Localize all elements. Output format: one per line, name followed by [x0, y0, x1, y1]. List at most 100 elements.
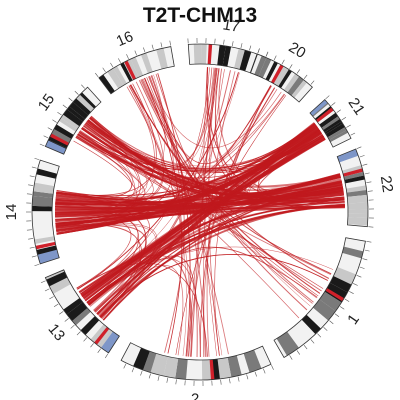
- link-curve: [89, 117, 322, 292]
- cytoband: [73, 98, 91, 116]
- link-curve: [56, 135, 133, 198]
- scale-tick: [104, 353, 109, 359]
- scale-tick: [350, 132, 356, 136]
- cytoband: [32, 195, 53, 207]
- cytoband: [321, 116, 340, 130]
- cytoband: [258, 57, 272, 78]
- link-curve: [56, 83, 157, 196]
- chromosome-label-21: 21: [345, 95, 368, 118]
- link-curve: [55, 125, 318, 201]
- scale-tick: [249, 45, 252, 51]
- chromosome-outline: [120, 342, 272, 381]
- scale-tick: [74, 90, 79, 95]
- cytoband: [342, 246, 364, 259]
- centromere: [342, 168, 364, 177]
- chromosome-label-2: 2: [191, 391, 200, 400]
- acrocentric-p-arm: [101, 331, 120, 353]
- cytoband: [175, 358, 188, 380]
- chromosome-label-15: 15: [35, 91, 59, 114]
- scale-tick: [148, 373, 151, 379]
- centromere: [209, 359, 215, 380]
- centromere: [207, 44, 213, 65]
- scale-tick: [257, 48, 260, 54]
- scale-tick: [341, 116, 347, 121]
- scale-tick: [349, 291, 354, 294]
- cytoband: [227, 355, 242, 378]
- chromosome-outline: [44, 269, 120, 354]
- cytoband: [275, 67, 289, 87]
- cytoband: [254, 55, 267, 77]
- scale-tick: [169, 40, 171, 46]
- scale-tick: [53, 303, 59, 308]
- cytoband: [45, 269, 65, 280]
- links-layer: [54, 67, 345, 358]
- link-16-20: [142, 76, 282, 165]
- scale-tick: [70, 324, 75, 329]
- scale-tick: [265, 51, 269, 57]
- scale-tick: [254, 371, 257, 377]
- centromere: [325, 288, 345, 302]
- cytoband: [319, 112, 339, 128]
- link-curve: [77, 72, 239, 290]
- link-curve: [76, 254, 193, 357]
- cytoband: [217, 357, 232, 379]
- scale-tick: [76, 331, 81, 336]
- scale-tick: [296, 69, 301, 74]
- scale-tick: [231, 41, 234, 47]
- scale-tick: [246, 374, 249, 380]
- cytoband: [80, 316, 100, 335]
- link-curve: [96, 203, 345, 315]
- chromosome-label-13: 13: [45, 321, 69, 345]
- chromosome-outline: [250, 53, 313, 103]
- link-curve: [77, 133, 331, 275]
- cytoband: [50, 128, 72, 145]
- scale-tick: [44, 288, 50, 292]
- scale-tick: [353, 283, 358, 286]
- cytoband: [36, 168, 58, 179]
- scale-tick: [367, 190, 373, 192]
- link-curve: [84, 67, 213, 170]
- link-curve: [99, 254, 329, 318]
- link-curve: [244, 129, 343, 199]
- cytoband: [329, 275, 352, 293]
- cytoband: [287, 76, 304, 96]
- link-curve: [89, 204, 345, 307]
- cytoband: [222, 45, 232, 67]
- scale-tick: [166, 377, 169, 383]
- scale-tick: [303, 74, 308, 80]
- chromosome-label-14: 14: [3, 204, 20, 221]
- scale-tick: [49, 296, 54, 300]
- centromere: [49, 133, 70, 146]
- link-curve: [56, 190, 150, 295]
- link-curve: [248, 135, 344, 200]
- cytoband: [107, 68, 124, 89]
- cytoband: [32, 205, 53, 212]
- link-curve: [90, 116, 316, 169]
- scale-tick: [34, 157, 40, 161]
- scale-tick: [237, 376, 240, 382]
- scale-tick: [281, 59, 285, 65]
- scale-tick: [59, 311, 64, 315]
- link-curve: [130, 84, 187, 357]
- cytoband: [201, 359, 212, 380]
- scale-tick: [359, 266, 365, 269]
- link-1-13: [88, 246, 334, 321]
- scale-tick: [90, 343, 94, 348]
- cytoband: [34, 236, 55, 244]
- chromosome-1: [273, 237, 372, 360]
- scale-tick: [366, 241, 372, 243]
- scale-tick: [68, 97, 73, 102]
- scale-tick: [362, 163, 368, 166]
- cytoband: [325, 123, 345, 138]
- link-curve: [140, 79, 314, 303]
- cytoband: [143, 351, 157, 373]
- cytoband: [76, 94, 95, 112]
- cytoband: [72, 307, 91, 326]
- cytoband: [291, 79, 307, 98]
- chromosome-label-20: 20: [286, 39, 309, 62]
- cytoband: [347, 217, 368, 226]
- scale-tick: [331, 102, 336, 106]
- cytoband: [329, 130, 349, 143]
- chromosome-20: [250, 48, 315, 103]
- scale-tick: [339, 306, 345, 310]
